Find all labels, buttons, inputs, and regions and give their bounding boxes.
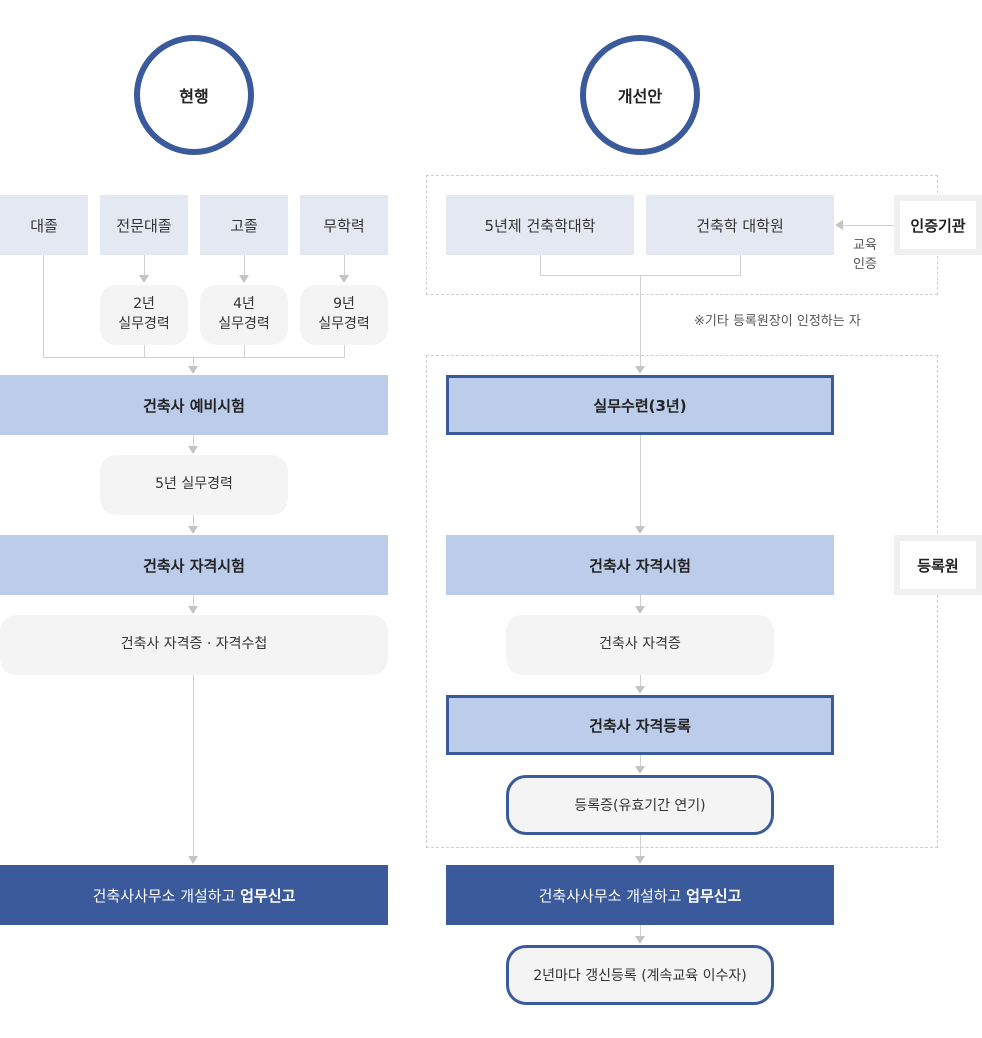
- connector: [540, 255, 541, 275]
- arrow-down-icon: [635, 526, 645, 534]
- office-open-box: 건축사사무소 개설하고 업무신고: [0, 865, 388, 925]
- connector: [640, 435, 641, 527]
- current-title: 현행: [179, 87, 209, 106]
- connector: [842, 225, 894, 226]
- experience-5yr: 5년 실무경력: [100, 455, 288, 515]
- connector: [640, 675, 641, 687]
- arrow-down-icon: [239, 275, 249, 283]
- entry-university: 대졸: [0, 195, 88, 255]
- entry-highschool: 고졸: [200, 195, 288, 255]
- training-box: 실무수련(3년): [446, 375, 834, 435]
- experience-2yr: 2년 실무경력: [100, 285, 188, 345]
- connector: [640, 595, 641, 607]
- connector: [244, 255, 245, 277]
- arrow-down-icon: [188, 856, 198, 864]
- connector: [193, 435, 194, 447]
- school-5yr-university: 5년제 건축학대학: [446, 195, 634, 255]
- connector: [344, 345, 345, 358]
- arrow-down-icon: [635, 936, 645, 944]
- registrar-box: 등록원: [894, 535, 982, 595]
- arrow-down-icon: [139, 275, 149, 283]
- arrow-down-icon: [188, 446, 198, 454]
- arrow-down-icon: [635, 606, 645, 614]
- connector: [144, 345, 145, 358]
- experience-4yr: 4년 실무경력: [200, 285, 288, 345]
- current-title-circle: 현행: [134, 35, 254, 155]
- accreditor-box: 인증기관: [894, 195, 982, 255]
- connector: [144, 255, 145, 277]
- connector: [193, 357, 194, 367]
- experience-9yr: 9년 실무경력: [300, 285, 388, 345]
- connector: [43, 357, 345, 358]
- arrow-left-icon: [835, 220, 843, 230]
- arrow-down-icon: [635, 686, 645, 694]
- qualification-exam-box: 건축사 자격시험: [0, 535, 388, 595]
- arrow-down-icon: [339, 275, 349, 283]
- entry-no-education: 무학력: [300, 195, 388, 255]
- connector: [640, 275, 641, 367]
- arrow-down-icon: [188, 366, 198, 374]
- arrow-down-icon: [635, 766, 645, 774]
- connector: [193, 595, 194, 607]
- entry-college: 전문대졸: [100, 195, 188, 255]
- school-graduate: 건축학 대학원: [646, 195, 834, 255]
- connector: [244, 345, 245, 358]
- prelim-exam-box: 건축사 예비시험: [0, 375, 388, 435]
- other-note: ※기타 등록원장이 인정하는 자: [694, 314, 861, 329]
- registration-box: 건축사 자격등록: [446, 695, 834, 755]
- registration-group: [426, 355, 938, 848]
- certificate-box: 건축사 자격증 · 자격수첩: [0, 615, 388, 675]
- improved-title-circle: 개선안: [580, 35, 700, 155]
- registration-certificate-box: 등록증(유효기간 연기): [506, 775, 774, 835]
- arrow-down-icon: [635, 366, 645, 374]
- connector: [193, 675, 194, 857]
- connector: [193, 515, 194, 527]
- connector: [43, 255, 44, 358]
- edu-accreditation-label: 교육 인증: [853, 237, 877, 273]
- improved-qualification-exam-box: 건축사 자격시험: [446, 535, 834, 595]
- renewal-box: 2년마다 갱신등록 (계속교육 이수자): [506, 945, 774, 1005]
- arrow-down-icon: [635, 856, 645, 864]
- improved-office-open-label: 건축사사무소 개설하고 업무신고: [538, 886, 742, 905]
- improved-certificate-box: 건축사 자격증: [506, 615, 774, 675]
- connector: [640, 925, 641, 937]
- connector: [640, 755, 641, 767]
- connector: [640, 835, 641, 857]
- connector: [740, 255, 741, 275]
- office-open-label: 건축사사무소 개설하고 업무신고: [92, 886, 296, 905]
- arrow-down-icon: [188, 606, 198, 614]
- arrow-down-icon: [188, 526, 198, 534]
- improved-office-open-box: 건축사사무소 개설하고 업무신고: [446, 865, 834, 925]
- connector: [344, 255, 345, 277]
- improved-title: 개선안: [617, 87, 663, 106]
